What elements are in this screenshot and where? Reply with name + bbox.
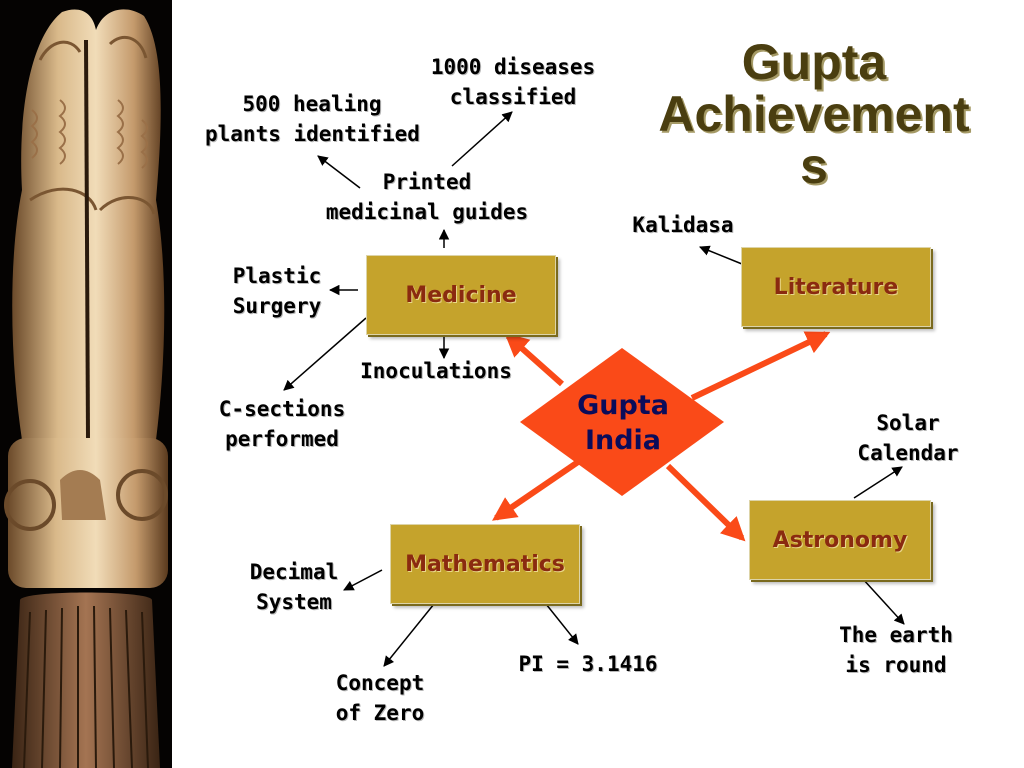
- center-line-2: India: [584, 425, 662, 457]
- arrow-to-pi: [545, 603, 579, 645]
- arrow-to-solar: [853, 466, 903, 499]
- medicine-box[interactable]: Medicine: [366, 255, 556, 335]
- lion-capital-pillar-image: [0, 0, 172, 768]
- center-line-1: Gupta: [577, 390, 669, 421]
- mathematics-box[interactable]: Mathematics: [390, 524, 580, 604]
- arrow-to-decimal: [343, 569, 383, 591]
- page-title: Gupta Achievement s: [610, 36, 1018, 192]
- arrow-to-diseases: [451, 111, 513, 167]
- center-diamond: [520, 348, 724, 496]
- arrow-to-medicine: [504, 332, 564, 387]
- title-line-2: Achievement: [658, 86, 970, 142]
- literature-box[interactable]: Literature: [741, 247, 931, 327]
- center-node-label: Gupta India: [560, 388, 686, 458]
- arrow-to-literature: [690, 331, 831, 401]
- arrow-to-mathematics: [492, 459, 580, 521]
- title-line-3: s: [800, 138, 828, 194]
- note-kalidasa: Kalidasa: [632, 213, 734, 237]
- arrow-to-astronomy: [665, 463, 746, 542]
- note-pi-value: PI = 3.1416: [518, 652, 658, 676]
- arrow-to-csections: [283, 317, 367, 391]
- arrow-to-zero: [383, 603, 435, 667]
- astronomy-box[interactable]: Astronomy: [749, 500, 931, 580]
- arrow-to-kalidasa: [699, 245, 743, 265]
- arrow-to-earth: [861, 577, 905, 625]
- title-line-1: Gupta: [741, 34, 887, 90]
- arrow-to-plants: [317, 155, 361, 189]
- note-inoculations: Inoculations: [360, 359, 512, 383]
